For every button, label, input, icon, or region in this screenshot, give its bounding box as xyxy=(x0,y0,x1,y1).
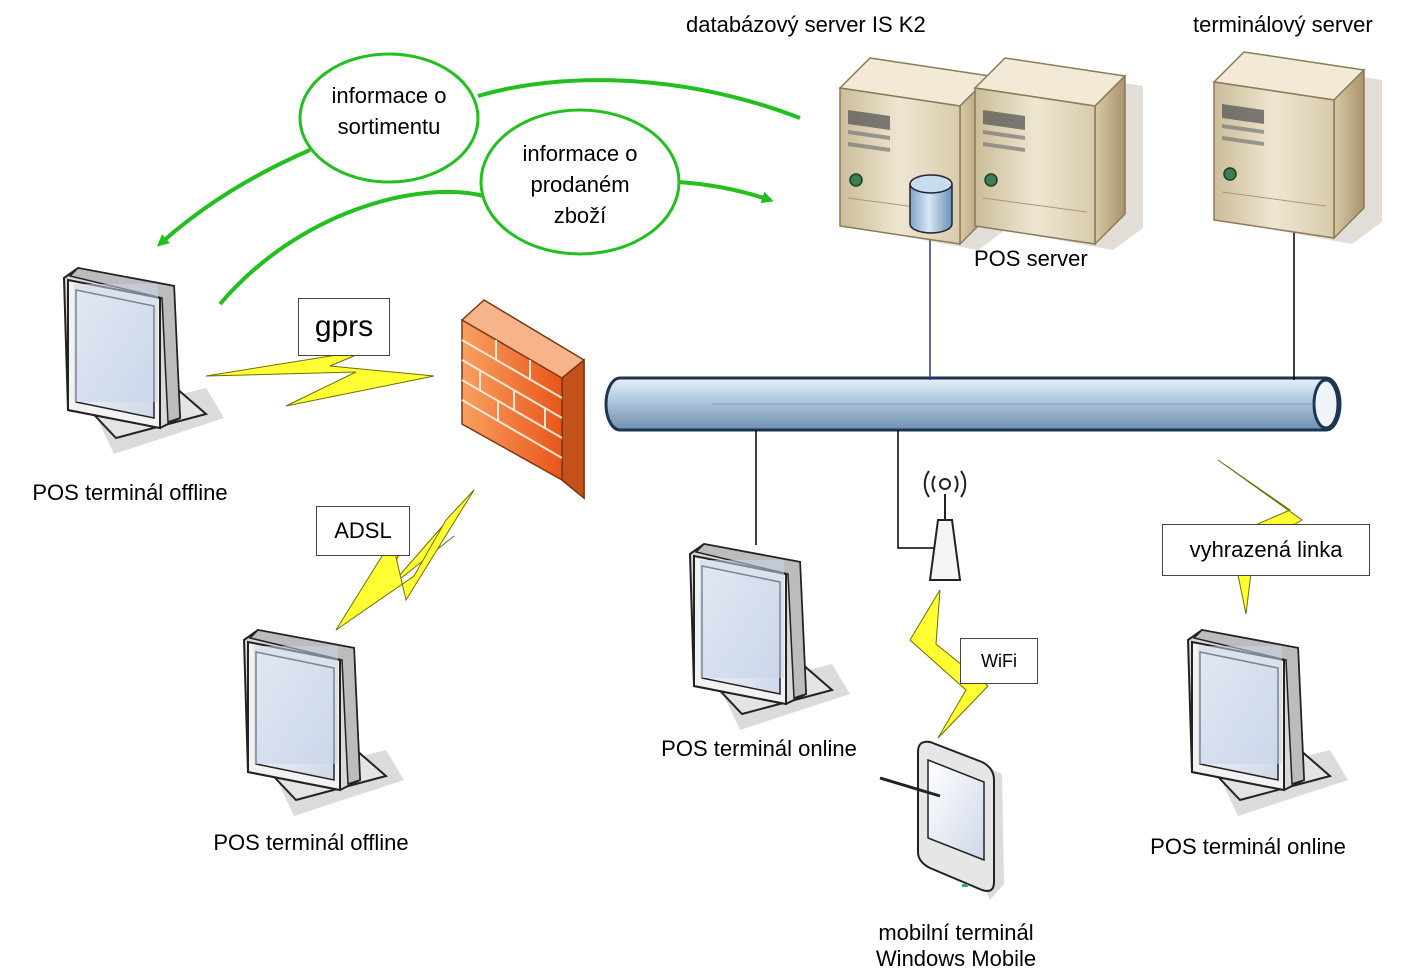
label-mobile-line1: mobilní terminál xyxy=(878,920,1034,945)
server-icon-pos xyxy=(974,57,1144,251)
flow-sold-goods-line2: prodaném xyxy=(530,172,630,197)
pda-icon xyxy=(879,740,1004,900)
database-icon xyxy=(909,174,953,234)
monitor-icon-online-leased xyxy=(1187,629,1349,817)
link-label-leased: vyhrazená linka xyxy=(1162,524,1370,576)
label-mobile-line2: Windows Mobile xyxy=(875,946,1037,971)
flow-sold-goods-line3: zboží xyxy=(553,203,607,228)
label-pos-offline-adsl: POS terminál offline xyxy=(213,830,409,855)
monitor-icon-online-lan xyxy=(689,543,851,731)
label-pos-offline-gprs: POS terminál offline xyxy=(32,480,228,505)
lan-connections xyxy=(755,232,1295,549)
flow-arrows xyxy=(157,78,801,306)
label-pos-online-lan: POS terminál online xyxy=(661,736,857,761)
flow-assortment-label: informace o sortimentu xyxy=(332,80,447,142)
label-pos-server: POS server xyxy=(974,246,1088,271)
label-terminal-server: terminálový server xyxy=(1193,12,1373,37)
flow-bubbles xyxy=(298,52,681,256)
label-db-server: databázový server IS K2 xyxy=(686,12,926,37)
monitor-icon-offline-adsl xyxy=(243,629,405,817)
firewall-icon xyxy=(461,299,585,500)
flow-sold-goods-label: informace o prodaném zboží xyxy=(523,138,638,231)
backbone-pipe-icon xyxy=(604,376,1342,432)
flow-sold-goods-line1: informace o xyxy=(522,141,638,166)
monitor-icon-offline-gprs xyxy=(63,267,225,455)
link-label-wifi: WiFi xyxy=(960,638,1038,684)
link-label-adsl: ADSL xyxy=(316,506,410,556)
flow-assortment-line2: sortimentu xyxy=(337,114,441,139)
flow-assortment-line1: informace o xyxy=(331,83,447,108)
link-label-gprs: gprs xyxy=(298,298,390,356)
server-icon-terminal xyxy=(1213,51,1383,245)
label-pos-online-leased: POS terminál online xyxy=(1150,834,1346,859)
lightning-icon-wifi xyxy=(909,589,989,739)
antenna-icon xyxy=(923,470,967,581)
lightning-icon-gprs xyxy=(205,349,435,407)
